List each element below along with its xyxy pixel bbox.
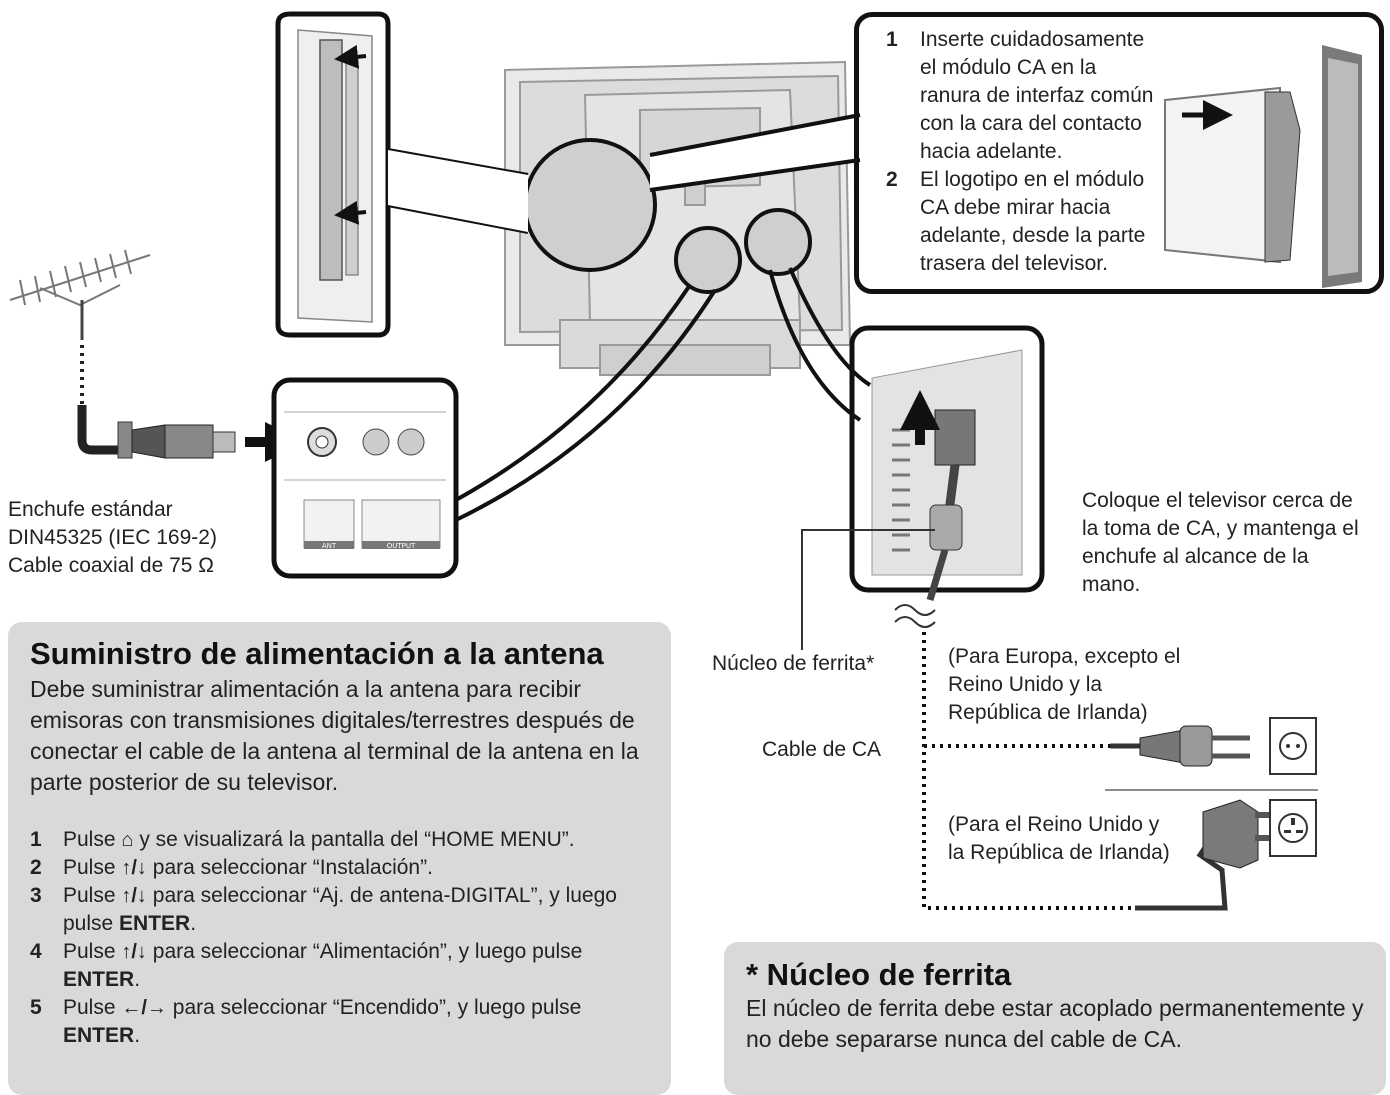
ferrite-core-label: Núcleo de ferrita*: [712, 650, 874, 678]
up-down-arrows-icon: ↑/↓: [121, 854, 147, 882]
coax-plug-icon: [118, 422, 235, 458]
europe-plug-label: (Para Europa, excepto el Reino Unido y l…: [948, 643, 1198, 727]
antenna-step-3: 3 Pulse ↑/↓ para seleccionar “Aj. de ant…: [30, 882, 660, 938]
antenna-step-2: 2 Pulse ↑/↓ para seleccionar “Instalació…: [30, 854, 660, 882]
ci-slot-inset: [278, 14, 528, 335]
plug-standard: Enchufe estándar: [8, 496, 268, 524]
plug-coax: Cable coaxial de 75 Ω: [8, 552, 268, 580]
home-icon: ⌂: [121, 826, 133, 854]
step-pre: Pulse: [63, 996, 116, 1019]
step-pre: Pulse: [63, 884, 116, 907]
enter-key: ENTER: [63, 968, 134, 991]
enter-key: ENTER: [63, 1024, 134, 1047]
step-post: para seleccionar “Alimentación”, y luego…: [153, 940, 583, 963]
ca-step-1: 1 Inserte cuidadosamente el módulo CA en…: [886, 26, 1186, 166]
step-pre: Pulse: [63, 828, 116, 851]
power-zoom-circle: [746, 210, 810, 274]
ferrite-core-body: El núcleo de ferrita debe estar acoplado…: [746, 993, 1371, 1055]
uk-plug-label: (Para el Reino Unido y la República de I…: [948, 811, 1178, 867]
ci-slot-zoom-circle: [525, 140, 655, 270]
ac-inlet-inset: [852, 328, 1042, 600]
step-number: 3: [30, 882, 42, 910]
step-pre: Pulse: [63, 856, 116, 879]
step-number: 5: [30, 994, 42, 1022]
antenna-step-4: 4 Pulse ↑/↓ para seleccionar “Alimentaci…: [30, 938, 660, 994]
ca-step-number: 1: [886, 26, 898, 54]
antenna-plug-label: Enchufe estándar DIN45325 (IEC 169-2) Ca…: [8, 496, 268, 580]
step-post: para seleccionar “Instalación”.: [153, 856, 433, 879]
step-post: para seleccionar “Encendido”, y luego pu…: [173, 996, 582, 1019]
antenna-step-5: 5 Pulse ←/→ para seleccionar “Encendido”…: [30, 994, 660, 1050]
ca-step-2: 2 El logotipo en el módulo CA debe mirar…: [886, 166, 1186, 281]
antenna-zoom-circle: [676, 228, 740, 292]
enter-key: ENTER: [119, 912, 190, 935]
antenna-icon: [10, 250, 150, 340]
up-down-arrows-icon: ↑/↓: [121, 882, 147, 910]
uk-socket-icon: [1270, 800, 1316, 856]
step-number: 1: [30, 826, 42, 854]
step-number: 2: [30, 854, 42, 882]
step-end: .: [134, 968, 140, 991]
ca-step-text: El logotipo en el módulo CA debe mirar h…: [920, 166, 1160, 278]
step-end: .: [134, 1024, 140, 1047]
antenna-step-1: 1 Pulse ⌂ y se visualizará la pantalla d…: [30, 826, 660, 854]
ferrite-core-title: * Núcleo de ferrita: [746, 955, 1011, 995]
plug-din: DIN45325 (IEC 169-2): [8, 524, 268, 552]
ac-cable-label: Cable de CA: [762, 736, 881, 764]
left-right-arrows-icon: ←/→: [121, 994, 167, 1022]
output-label: OUTPUT: [387, 542, 416, 550]
eu-socket-icon: [1270, 718, 1316, 774]
ac-outlet-note: Coloque el televisor cerca de la toma de…: [1082, 487, 1372, 599]
ant-label: ANT: [322, 542, 337, 550]
ca-step-number: 2: [886, 166, 898, 194]
antenna-power-body: Debe suministrar alimentación a la anten…: [30, 674, 680, 798]
up-down-arrows-icon: ↑/↓: [121, 938, 147, 966]
step-end: .: [190, 912, 196, 935]
eu-plug-icon: [1110, 726, 1250, 766]
step-post: y se visualizará la pantalla del “HOME M…: [139, 828, 574, 851]
step-pre: Pulse: [63, 940, 116, 963]
antenna-power-title: Suministro de alimentación a la antena: [30, 634, 604, 674]
antenna-terminal-inset: ANT OUTPUT: [274, 380, 456, 576]
step-number: 4: [30, 938, 42, 966]
antenna-power-steps: 1 Pulse ⌂ y se visualizará la pantalla d…: [30, 826, 660, 1050]
ca-step-text: Inserte cuidadosamente el módulo CA en l…: [920, 26, 1160, 166]
